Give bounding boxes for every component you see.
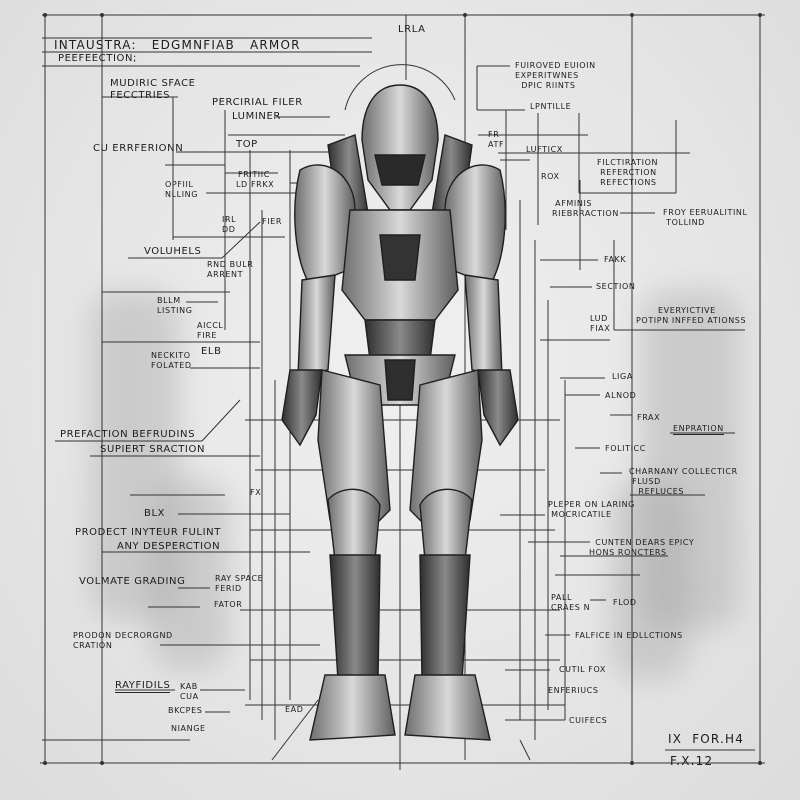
title-line-2: PEEFEECTION; [58,53,138,64]
armor-figure [281,84,519,741]
callout-fakk: FAKK [604,255,627,264]
callout-alnod: ALNOD [605,391,637,400]
top-label: LRLA [398,24,426,35]
callout-falfice: FALFICE IN EDLLCTIONS [575,631,683,640]
callout-cuifecs: CUIFECS [569,716,608,725]
callout-lufticx: LUFTICX [526,145,563,154]
callout-prodon: PRODON DECRORGND CRATION [73,631,173,650]
callout-lpntille: LPNTILLE [530,102,572,111]
callout-volmate: VOLMATE GRADING [79,576,186,587]
callout-fr-atf: FR ATF [488,130,505,149]
background-silhouette-left-2 [150,480,230,670]
callout-supiert: SUPIERT SRACTION [100,444,206,455]
callout-kab: KAB CUA [180,682,199,701]
callout-foliticc: FOLITICC [605,444,646,453]
callout-cutil-fox: CUTIL FOX [559,665,606,674]
callout-prefaction: PREFACTION BEFRUDINS [60,429,196,440]
callout-voluhels: VOLUHELS [144,246,202,257]
callout-niange: NIANGE [171,724,206,733]
callout-ead: EAD [285,705,304,714]
callout-elb: ELB [201,346,222,357]
callout-fritiic: FRITIIC [238,170,270,179]
callout-rnd-bulr: RND BULR ARRENT [207,260,254,279]
callout-aiccl: AICCL FIRE [197,321,224,340]
callout-fier: FIER [262,217,282,226]
callout-fator: FATOR [214,600,243,609]
callout-rayfidils: RAYFIDILS [115,680,171,693]
callout-cu-errferionn: CU ERRFERIONN [93,143,184,154]
callout-fx: FX [250,488,262,497]
scale-note-line-2: F.X.12 [670,754,714,768]
callout-blx: BLX [144,508,166,519]
callout-enpration: ENPRATION [673,424,724,435]
callout-any-desperction: ANY DESPERCTION [117,541,221,552]
callout-irl-dd: IRL DD [222,215,237,234]
scale-note-line-1: IX FOR.H4 [668,732,745,746]
callout-enferiucs: ENFERIUCS [548,686,599,695]
helmet [361,84,439,211]
callout-mudiric: MUDIRIC SFACE FECCTRIES [110,78,196,101]
background-silhouette-right [640,290,740,630]
callout-luminer: LUMINER [232,111,281,122]
callout-rox: ROX [541,172,560,181]
callout-pleper: PLEPER ON LARING MOCRICATILE [548,500,635,519]
callout-section: SECTION [596,282,636,291]
callout-froy: FROY EERUALITINL TOLLIND [663,208,748,227]
callout-percirial: PERCIRIAL FIlER [212,97,303,108]
callout-ld-frkx: LD FRKX [236,180,275,189]
callout-bkcpes: BKCPES [168,706,203,715]
title-line-1: INTAUSTRA: EDGMNFIAB ARMOR [54,38,301,52]
callout-bllm: BLLM LISTING [157,296,193,315]
callout-ray-space: RAY SPACE FERID [215,574,264,593]
callout-frax: FRAX [637,413,661,422]
callout-cunten: CUNTEN DEARS EPICY HONS RONCTERS [589,538,695,557]
callout-opfiil: OPFIIL NLLING [165,180,199,199]
callout-prodect: PRODECT INYTEUR FULINT [75,527,221,538]
background-silhouette-right-2 [610,480,690,680]
callout-liga: LIGA [612,372,633,381]
callout-everyictive: EVERYICTIVE POTIPN INFFED ATIONSS [636,306,747,325]
callout-filctiration: FILCTIRATION REFERCTION REFECTIONS [597,158,659,187]
callout-fuiroved: FUIROVED EUIOIN EXPERITWNES DPIC RIINTS [515,61,596,90]
callout-pall: PALL CRAES N [551,593,591,612]
callout-lud-fiax: LUD FIAX [590,314,611,333]
callout-flod: FLOD [613,598,637,607]
callout-charnany: CHARNANY COLLECTICR FLUSD REFLUCES [629,467,738,496]
background-silhouette-left [90,290,180,620]
callout-neckito: NECKITO FOLATED [151,351,192,370]
callout-afminis: AFMINIS RIEBRRACTION [552,199,619,218]
callout-top: TOP [236,139,258,150]
